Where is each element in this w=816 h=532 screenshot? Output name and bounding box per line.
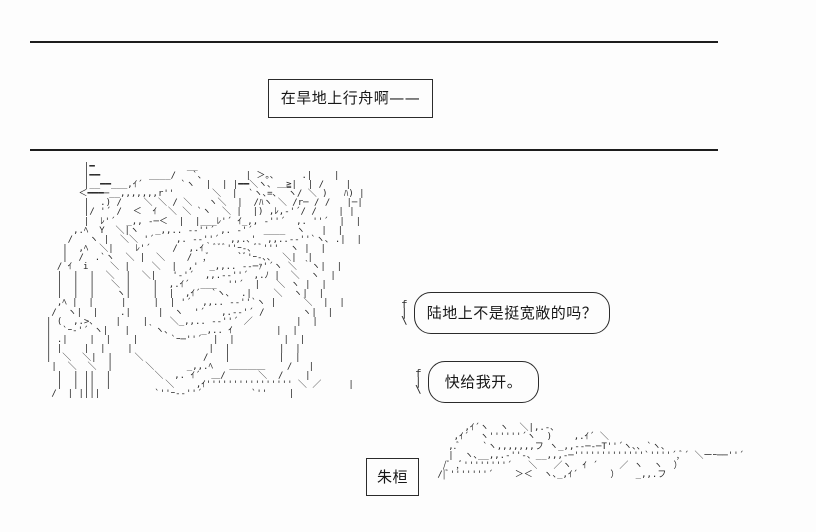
divider-bottom (30, 149, 718, 151)
ascii-art-character: |━ __ |━━ ____/ `､ | ＞｡､ .| | |__━━___,ｲ… (46, 162, 365, 400)
ascii-art-boat: ,ｲ´ヽ ヽ ＼|,.-､ ,ｲ´ ヽ''''''´ヽ ) ,.ｲ´ ＼ ,.ﾞ… (437, 423, 745, 481)
narration-text: 在旱地上行舟啊—— (280, 89, 421, 107)
speaker-name-box: 朱桓 (366, 458, 419, 496)
speech-bubble-tail-icon: f | \ (415, 367, 422, 396)
speech-bubble-tail-icon: f | \ (401, 298, 408, 327)
divider-top (30, 41, 718, 43)
narration-box: 在旱地上行舟啊—— (268, 79, 433, 118)
speech-bubble-secondary: f | \ 快给我开。 (415, 361, 539, 403)
speech-bubble-secondary-text: 快给我开。 (444, 372, 523, 391)
speech-bubble-primary: f | \ 陆地上不是挺宽敞的吗？ (401, 292, 610, 334)
speech-bubble-primary-text: 陆地上不是挺宽敞的吗？ (426, 303, 598, 322)
speaker-name-text: 朱桓 (376, 467, 408, 486)
